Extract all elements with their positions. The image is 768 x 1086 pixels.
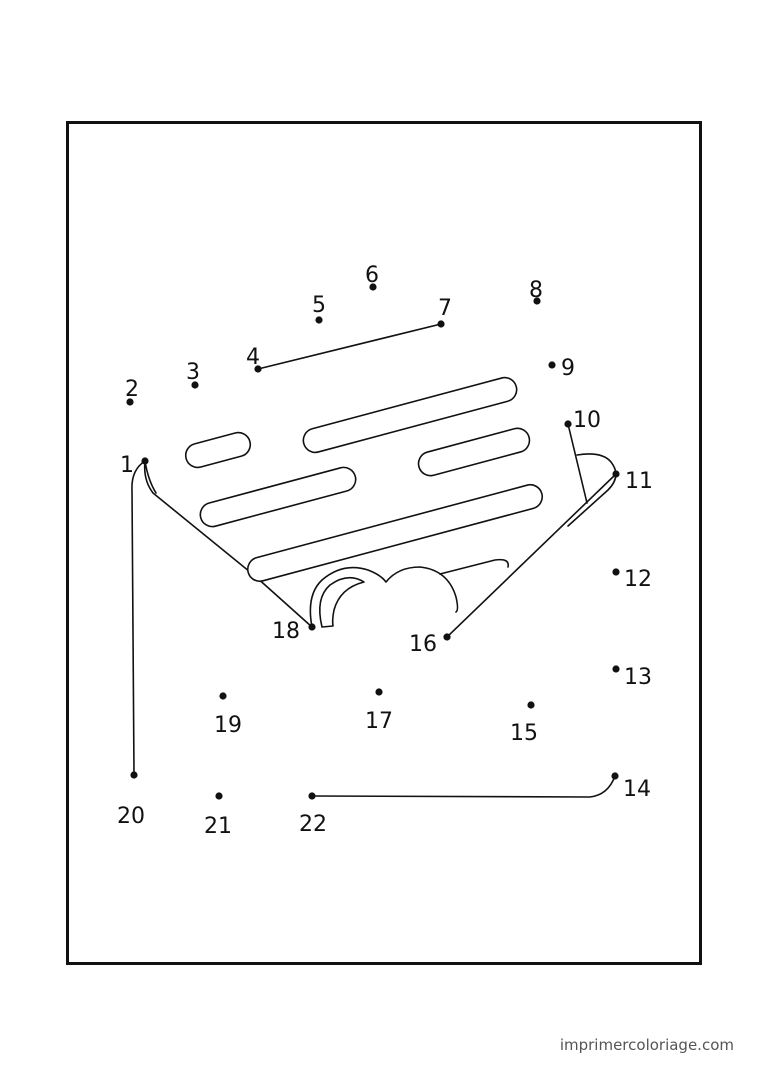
dot-3 — [191, 381, 199, 389]
dot-label-22: 22 — [299, 812, 327, 837]
dot-9 — [548, 361, 556, 369]
dot-label-9: 9 — [561, 356, 575, 381]
dot-label-17: 17 — [365, 709, 393, 734]
dot-label-21: 21 — [204, 814, 232, 839]
dot-label-18: 18 — [272, 619, 300, 644]
dot-1 — [141, 457, 149, 465]
dot-14 — [611, 772, 619, 780]
dot-label-8: 8 — [529, 278, 543, 303]
dot-5 — [315, 316, 323, 324]
dot-label-12: 12 — [624, 567, 652, 592]
dot-label-15: 15 — [510, 721, 538, 746]
dot-label-13: 13 — [624, 665, 652, 690]
dot-11 — [612, 470, 620, 478]
watermark-text: imprimercoloriage.com — [559, 1036, 734, 1054]
dot-18 — [308, 623, 316, 631]
dot-label-11: 11 — [625, 469, 653, 494]
dot-label-2: 2 — [125, 377, 139, 402]
dot-22 — [308, 792, 316, 800]
dot-19 — [219, 692, 227, 700]
dot-16 — [443, 633, 451, 641]
dot-7 — [437, 320, 445, 328]
dot-17 — [375, 688, 383, 696]
dot-20 — [130, 771, 138, 779]
dot-4 — [254, 365, 262, 373]
dot-10 — [564, 420, 572, 428]
dot-label-4: 4 — [246, 345, 260, 370]
page-frame — [66, 121, 702, 965]
dot-2 — [126, 398, 134, 406]
dot-6 — [369, 283, 377, 291]
dot-label-16: 16 — [409, 632, 437, 657]
dot-label-7: 7 — [438, 296, 452, 321]
dot-15 — [527, 701, 535, 709]
dot-8 — [533, 297, 541, 305]
dot-label-5: 5 — [312, 293, 326, 318]
dot-label-3: 3 — [186, 360, 200, 385]
dot-21 — [215, 792, 223, 800]
dot-label-6: 6 — [365, 263, 379, 288]
dot-12 — [612, 568, 620, 576]
dot-label-14: 14 — [623, 777, 651, 802]
dot-label-20: 20 — [117, 804, 145, 829]
dot-label-10: 10 — [573, 408, 601, 433]
dot-label-19: 19 — [214, 713, 242, 738]
dot-label-1: 1 — [120, 453, 134, 478]
dot-13 — [612, 665, 620, 673]
drawing-outline — [131, 323, 617, 798]
